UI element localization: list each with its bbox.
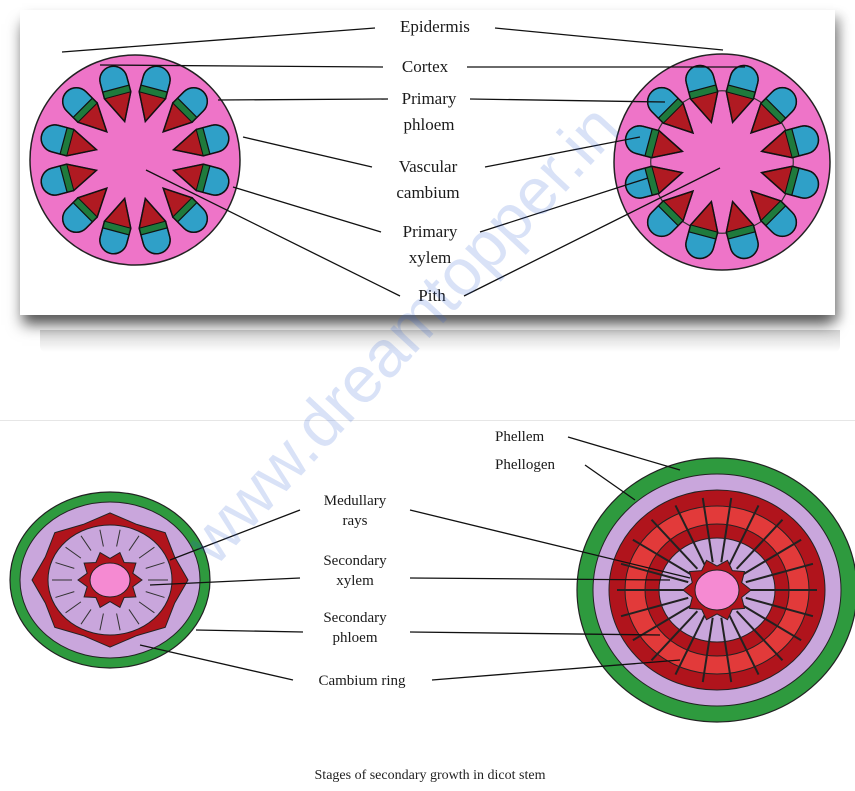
secondary-stem-late [577, 458, 855, 722]
cambium-ring-line-left [140, 645, 293, 680]
label-cortex: Cortex [402, 57, 449, 76]
label-secondary-xylem-2: xylem [336, 573, 374, 589]
label-epidermis: Epidermis [400, 17, 470, 36]
label-vascular-cambium-1: Vascular [399, 157, 458, 176]
label-phellogen: Phellogen [495, 457, 555, 473]
label-vascular-cambium-2: cambium [396, 183, 459, 202]
label-primary-phloem-1: Primary [402, 89, 457, 108]
label-secondary-xylem-1: Secondary [323, 553, 387, 569]
label-secondary-phloem-1: Secondary [323, 610, 387, 626]
phellem-line [568, 437, 680, 470]
primary-stem-right [614, 54, 830, 270]
label-phellem: Phellem [495, 429, 544, 445]
phellogen-line [585, 465, 635, 500]
pith [90, 563, 130, 597]
epidermis-line-left [62, 28, 375, 52]
label-primary-phloem-2: phloem [404, 115, 455, 134]
bottom-labels: Phellem Phellogen Medullary rays Seconda… [315, 429, 556, 783]
epidermis-line-right [495, 28, 723, 50]
pith [695, 570, 739, 610]
epidermis-cortex [614, 54, 830, 270]
label-medullary-rays-1: Medullary [324, 493, 387, 509]
primary-stem-left [30, 55, 240, 265]
xylem-line-left [233, 187, 381, 232]
label-medullary-rays-2: rays [343, 513, 368, 529]
epidermis-cortex [30, 55, 240, 265]
cambium-line-left [243, 137, 372, 167]
figure-caption: Stages of secondary growth in dicot stem [315, 768, 546, 783]
label-secondary-phloem-2: phloem [333, 630, 378, 646]
label-cambium-ring: Cambium ring [318, 673, 406, 689]
sec-phloem-line-left [196, 630, 303, 632]
phloem-line-left [218, 99, 388, 100]
